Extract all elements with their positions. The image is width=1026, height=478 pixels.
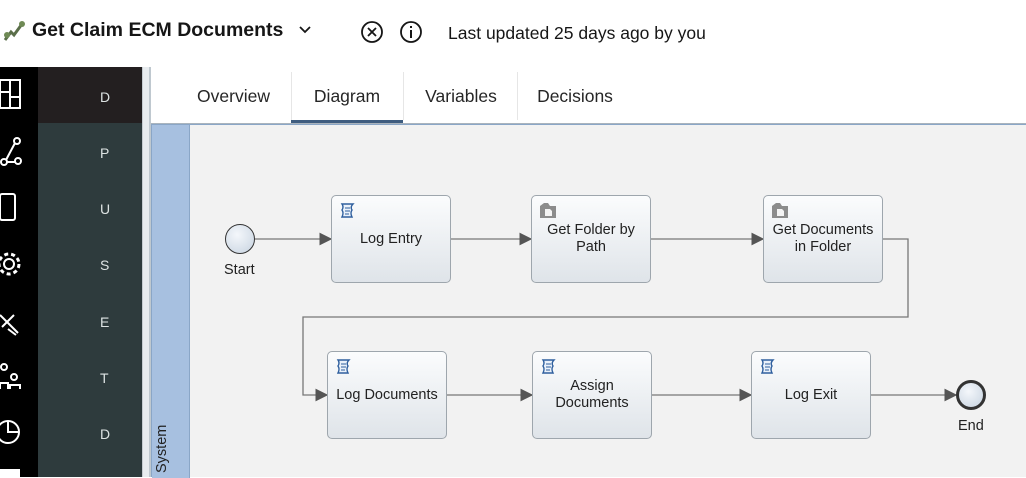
task-label: Log Exit — [784, 386, 838, 403]
task-label: Log Entry — [359, 230, 423, 247]
icon-rail — [0, 67, 38, 477]
close-circle-icon[interactable] — [360, 20, 384, 44]
task-label: Assign Documents — [555, 378, 629, 411]
team-icon[interactable] — [0, 359, 24, 393]
process-flow-icon[interactable] — [0, 135, 24, 169]
sidenav-item-5[interactable]: T — [100, 370, 109, 386]
sidenav-item-2[interactable]: U — [100, 201, 110, 217]
tab-separator — [403, 72, 404, 120]
page-title: Get Claim ECM Documents — [32, 19, 284, 41]
task-assign-documents[interactable]: Assign Documents — [532, 351, 652, 439]
pie-chart-icon[interactable] — [0, 415, 24, 449]
sequence-flows — [255, 232, 958, 402]
dashboard-icon[interactable] — [0, 77, 24, 111]
start-event-label: Start — [224, 262, 255, 278]
process-app-icon — [3, 21, 25, 41]
rail-item-partial — [0, 469, 20, 477]
task-log-exit[interactable]: Log Exit — [751, 351, 871, 439]
panel-divider[interactable] — [142, 67, 151, 477]
tablet-icon[interactable] — [0, 191, 24, 225]
script-icon — [336, 359, 351, 374]
chevron-down-icon[interactable] — [297, 22, 313, 38]
tab-decisions[interactable]: Decisions — [537, 86, 613, 106]
script-icon — [541, 359, 556, 374]
sidenav-item-1[interactable]: P — [100, 145, 110, 161]
end-event[interactable] — [956, 380, 986, 410]
script-icon — [760, 359, 775, 374]
panel-divider-line — [149, 67, 151, 477]
tab-separator — [291, 72, 292, 120]
sidenav-item-3[interactable]: S — [100, 257, 110, 273]
service-icon — [772, 203, 788, 218]
swimlane-header[interactable]: System — [152, 125, 190, 478]
sidenav-item-6[interactable]: D — [100, 426, 110, 442]
info-icon[interactable] — [399, 20, 423, 44]
task-get-folder-by-path[interactable]: Get Folder by Path — [531, 195, 651, 283]
task-log-entry[interactable]: Log Entry — [331, 195, 451, 283]
task-log-documents[interactable]: Log Documents — [327, 351, 447, 439]
tab-diagram[interactable]: Diagram — [291, 67, 403, 123]
header: Get Claim ECM Documents Last updated 25 … — [0, 0, 1026, 67]
end-event-label: End — [958, 418, 984, 434]
script-icon — [340, 203, 355, 218]
satellite-icon[interactable] — [0, 303, 24, 337]
flow-get-documents-to-log-documents — [302, 238, 909, 402]
diagram-canvas[interactable]: System Start Log Entry Get Folder by — [151, 124, 1026, 478]
task-label: Get Documents in Folder — [772, 222, 874, 255]
task-label: Get Folder by Path — [547, 222, 635, 255]
service-icon — [540, 203, 556, 218]
tab-separator — [517, 72, 518, 120]
sidenav-item-4[interactable]: E — [100, 314, 110, 330]
side-nav: D P U S E T D — [38, 67, 142, 477]
tab-overview[interactable]: Overview — [197, 86, 270, 106]
sidenav-active-highlight — [38, 67, 142, 123]
last-updated-text: Last updated 25 days ago by you — [448, 23, 706, 43]
tab-variables[interactable]: Variables — [425, 86, 497, 106]
start-event[interactable] — [225, 224, 255, 254]
sidenav-item-0[interactable]: D — [100, 89, 110, 105]
gear-icon[interactable] — [0, 247, 24, 281]
task-get-documents-in-folder[interactable]: Get Documents in Folder — [763, 195, 883, 283]
tab-bar: Overview Diagram Variables Decisions — [151, 67, 1026, 124]
task-label: Log Documents — [336, 386, 438, 403]
